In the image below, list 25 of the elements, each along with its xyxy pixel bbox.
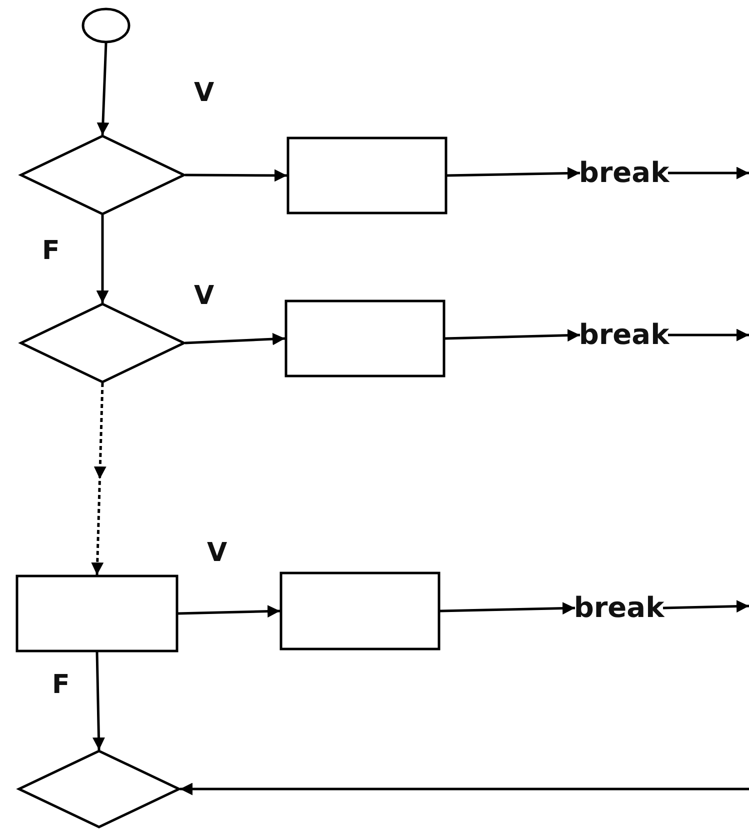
arrow [91,382,106,576]
decision-diamond [18,750,180,828]
arrow [96,215,109,303]
break-label: break [574,594,664,622]
arrow [444,329,580,342]
arrow [185,169,287,182]
decision-diamond [20,135,185,215]
decision-diamond [20,303,185,383]
arrow [446,166,580,180]
arrow [662,600,749,613]
process-box [285,300,445,377]
arrow [668,328,749,342]
arrow [178,605,280,618]
start-circle [82,8,130,43]
process-box [280,572,440,650]
break-label: break [578,159,670,187]
arrow [96,42,110,136]
process-box [16,575,178,652]
arrow [180,782,749,796]
arrow [184,332,286,346]
process-box [287,137,447,214]
arrow [668,166,749,180]
break-label: break [578,321,670,349]
arrow [92,652,105,750]
arrow [440,602,576,615]
